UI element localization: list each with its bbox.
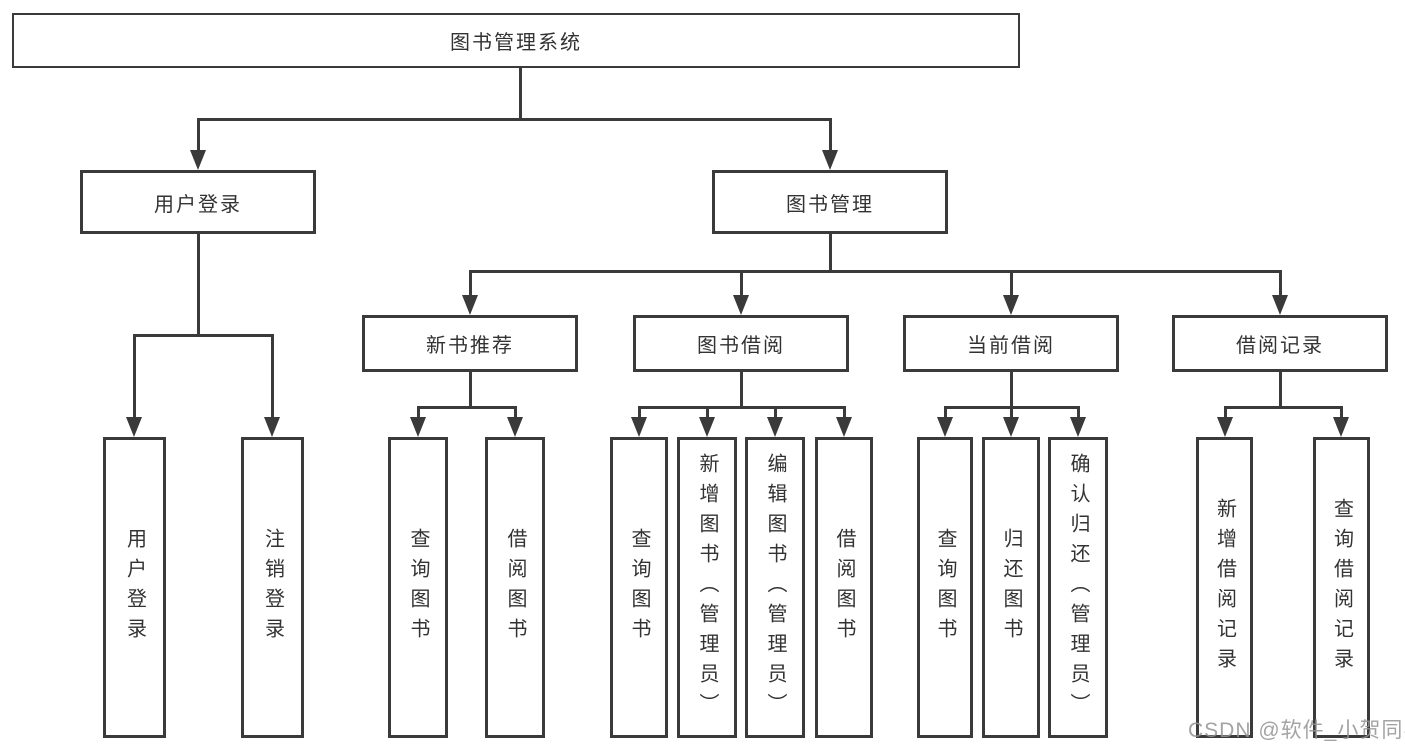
leaf-query-borrow-record: 查询借阅记录 — [1313, 437, 1370, 738]
connector-drop — [1340, 408, 1343, 420]
arrowhead-icon — [937, 417, 953, 437]
arrowhead-icon — [1003, 295, 1019, 315]
arrowhead-icon — [733, 295, 749, 315]
connector-stem — [519, 68, 522, 120]
arrowhead-icon — [264, 417, 280, 437]
connector-drop — [774, 408, 777, 420]
leaf-add-borrow-record: 新增借阅记录 — [1196, 437, 1253, 738]
node-label: 用户登录 — [154, 193, 242, 216]
connector-drop — [944, 408, 947, 420]
connector-bar — [469, 270, 1282, 273]
connector-stem — [1279, 372, 1282, 408]
connector-bar — [417, 406, 517, 409]
node-label: 新增图书（管理员） — [696, 452, 718, 723]
leaf-add-books-admin: 新增图书（管理员） — [677, 437, 737, 738]
connector-bar — [197, 118, 832, 121]
node-label: 图书借阅 — [697, 335, 785, 357]
leaf-query-books-borrowing: 查询图书 — [610, 437, 668, 738]
arrowhead-icon — [699, 417, 715, 437]
node-label: 查询图书 — [934, 527, 956, 648]
arrowhead-icon — [822, 150, 838, 170]
connector-drop — [1010, 408, 1013, 420]
node-borrowing-records: 借阅记录 — [1172, 315, 1388, 372]
connector-bar — [944, 406, 1080, 409]
connector-drop — [829, 120, 832, 153]
arrowhead-icon — [631, 417, 647, 437]
arrowhead-icon — [190, 150, 206, 170]
arrowhead-icon — [507, 417, 523, 437]
leaf-query-books-recommend: 查询图书 — [388, 437, 448, 738]
connector-drop — [1224, 408, 1227, 420]
connector-drop — [133, 336, 136, 420]
node-label: 查询借阅记录 — [1330, 497, 1353, 678]
arrowhead-icon — [410, 417, 426, 437]
node-label: 注销登录 — [261, 527, 284, 648]
connector-drop — [469, 272, 472, 298]
leaf-confirm-return-admin: 确认归还（管理员） — [1048, 437, 1108, 738]
arrowhead-icon — [836, 417, 852, 437]
arrowhead-icon — [462, 295, 478, 315]
node-label: 归还图书 — [1000, 527, 1022, 648]
arrowhead-icon — [1070, 417, 1086, 437]
leaf-borrow-books: 借阅图书 — [815, 437, 873, 738]
leaf-borrow-books-recommend: 借阅图书 — [485, 437, 545, 738]
node-label: 用户登录 — [123, 527, 146, 648]
connector-stem — [740, 372, 743, 408]
node-book-borrowing: 图书借阅 — [633, 315, 849, 372]
arrowhead-icon — [1217, 417, 1233, 437]
arrowhead-icon — [126, 417, 142, 437]
connector-drop — [1077, 408, 1080, 420]
node-label: 查询图书 — [628, 527, 650, 648]
leaf-logout: 注销登录 — [241, 437, 304, 738]
connector-bar — [1224, 406, 1343, 409]
node-library-management-system: 图书管理系统 — [12, 13, 1020, 68]
arrowhead-icon — [1003, 417, 1019, 437]
connector-stem — [1010, 372, 1013, 408]
leaf-query-books-current: 查询图书 — [917, 437, 973, 738]
connector-drop — [197, 120, 200, 153]
connector-drop — [417, 408, 420, 420]
connector-drop — [271, 336, 274, 420]
connector-stem — [469, 372, 472, 408]
connector-drop — [1010, 272, 1013, 298]
arrowhead-icon — [767, 417, 783, 437]
node-user-login: 用户登录 — [80, 170, 316, 234]
node-current-borrowing: 当前借阅 — [903, 315, 1119, 372]
connector-stem — [197, 234, 200, 336]
connector-drop — [638, 408, 641, 420]
leaf-user-login: 用户登录 — [103, 437, 166, 738]
node-label: 新书推荐 — [426, 335, 514, 357]
arrowhead-icon — [1333, 417, 1349, 437]
connector-drop — [514, 408, 517, 420]
connector-drop — [1279, 272, 1282, 298]
node-label: 确认归还（管理员） — [1067, 452, 1089, 723]
leaf-edit-books-admin: 编辑图书（管理员） — [745, 437, 805, 738]
node-new-book-recommendation: 新书推荐 — [362, 315, 578, 372]
connector-bar — [638, 406, 846, 409]
leaf-return-books: 归还图书 — [982, 437, 1040, 738]
node-label: 借阅记录 — [1236, 335, 1324, 357]
node-label: 编辑图书（管理员） — [764, 452, 786, 723]
csdn-watermark: CSDN @软件_小贺同学 — [1188, 719, 1405, 742]
node-book-management: 图书管理 — [712, 170, 948, 234]
node-label: 当前借阅 — [967, 335, 1055, 357]
connector-drop — [843, 408, 846, 420]
node-label: 图书管理 — [786, 193, 874, 216]
arrowhead-icon — [1272, 295, 1288, 315]
node-label: 借阅图书 — [504, 527, 526, 648]
connector-drop — [740, 272, 743, 298]
connector-drop — [706, 408, 709, 420]
node-label: 查询图书 — [407, 527, 429, 648]
node-label: 新增借阅记录 — [1213, 497, 1236, 678]
node-label: 图书管理系统 — [450, 32, 582, 54]
connector-bar — [133, 334, 274, 337]
connector-stem — [829, 234, 832, 272]
node-label: 借阅图书 — [833, 527, 855, 648]
